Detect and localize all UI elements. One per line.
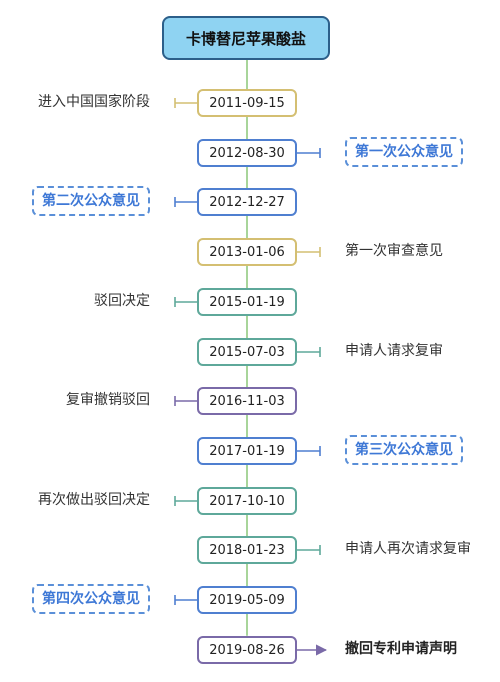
note-dashed-box: 第一次公众意见: [345, 137, 463, 167]
title-box: 卡博替尼苹果酸盐: [162, 16, 330, 60]
date-text: 2012-08-30: [209, 145, 285, 161]
date-box: 2018-01-23: [197, 536, 297, 564]
note-label: 复审撤销驳回: [66, 391, 150, 409]
note-label: 再次做出驳回决定: [38, 491, 150, 509]
date-text: 2013-01-06: [209, 244, 285, 260]
date-text: 2019-08-26: [209, 642, 285, 658]
note-text: 撤回专利申请声明: [345, 641, 457, 657]
note-text: 第三次公众意见: [355, 442, 453, 458]
date-box: 2017-10-10: [197, 487, 297, 515]
note-text: 第一次审查意见: [345, 243, 443, 259]
date-box: 2017-01-19: [197, 437, 297, 465]
date-text: 2015-01-19: [209, 294, 285, 310]
note-text: 第二次公众意见: [42, 193, 140, 209]
note-text: 复审撤销驳回: [66, 392, 150, 408]
note-label: 撤回专利申请声明: [345, 640, 457, 658]
note-text: 申请人请求复审: [345, 343, 443, 359]
note-text: 进入中国国家阶段: [38, 94, 150, 110]
note-label: 驳回决定: [94, 292, 150, 310]
note-label: 进入中国国家阶段: [38, 93, 150, 111]
date-box: 2015-07-03: [197, 338, 297, 366]
date-text: 2018-01-23: [209, 542, 285, 558]
note-label: 申请人再次请求复审: [345, 540, 471, 558]
date-box: 2019-05-09: [197, 586, 297, 614]
date-box: 2012-08-30: [197, 139, 297, 167]
note-dashed-box: 第三次公众意见: [345, 435, 463, 465]
date-box: 2016-11-03: [197, 387, 297, 415]
note-text: 申请人再次请求复审: [345, 541, 471, 557]
date-box: 2012-12-27: [197, 188, 297, 216]
note-label: 申请人请求复审: [345, 342, 443, 360]
note-label: 第一次审查意见: [345, 242, 443, 260]
date-text: 2016-11-03: [209, 393, 285, 409]
note-text: 驳回决定: [94, 293, 150, 309]
note-dashed-box: 第二次公众意见: [32, 186, 150, 216]
note-text: 再次做出驳回决定: [38, 492, 150, 508]
title-text: 卡博替尼苹果酸盐: [185, 29, 306, 48]
date-text: 2017-01-19: [209, 443, 285, 459]
date-text: 2011-09-15: [209, 95, 285, 111]
date-text: 2012-12-27: [209, 194, 285, 210]
date-text: 2019-05-09: [209, 592, 285, 608]
date-text: 2017-10-10: [209, 493, 285, 509]
date-box: 2019-08-26: [197, 636, 297, 664]
note-dashed-box: 第四次公众意见: [32, 584, 150, 614]
date-box: 2011-09-15: [197, 89, 297, 117]
date-text: 2015-07-03: [209, 344, 285, 360]
date-box: 2015-01-19: [197, 288, 297, 316]
note-text: 第四次公众意见: [42, 591, 140, 607]
note-text: 第一次公众意见: [355, 144, 453, 160]
date-box: 2013-01-06: [197, 238, 297, 266]
